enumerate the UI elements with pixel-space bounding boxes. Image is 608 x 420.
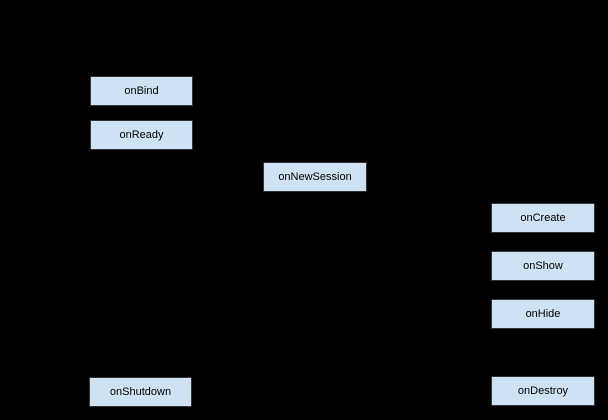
node-onshow: onShow: [491, 251, 595, 281]
node-onhide: onHide: [491, 299, 595, 329]
node-onnewsession: onNewSession: [263, 162, 367, 192]
node-onready: onReady: [90, 120, 193, 150]
node-ondestroy-label: onDestroy: [517, 384, 569, 397]
node-oncreate: onCreate: [491, 203, 595, 233]
node-ondestroy: onDestroy: [491, 376, 595, 406]
node-onbind: onBind: [90, 76, 193, 106]
node-onready-label: onReady: [119, 128, 164, 141]
node-oncreate-label: onCreate: [520, 211, 566, 224]
node-onshutdown-label: onShutdown: [109, 385, 172, 398]
node-onshow-label: onShow: [523, 259, 563, 272]
node-onbind-label: onBind: [124, 84, 159, 97]
node-onhide-label: onHide: [525, 307, 561, 320]
node-onnewsession-label: onNewSession: [278, 170, 352, 183]
node-onshutdown: onShutdown: [89, 377, 192, 407]
